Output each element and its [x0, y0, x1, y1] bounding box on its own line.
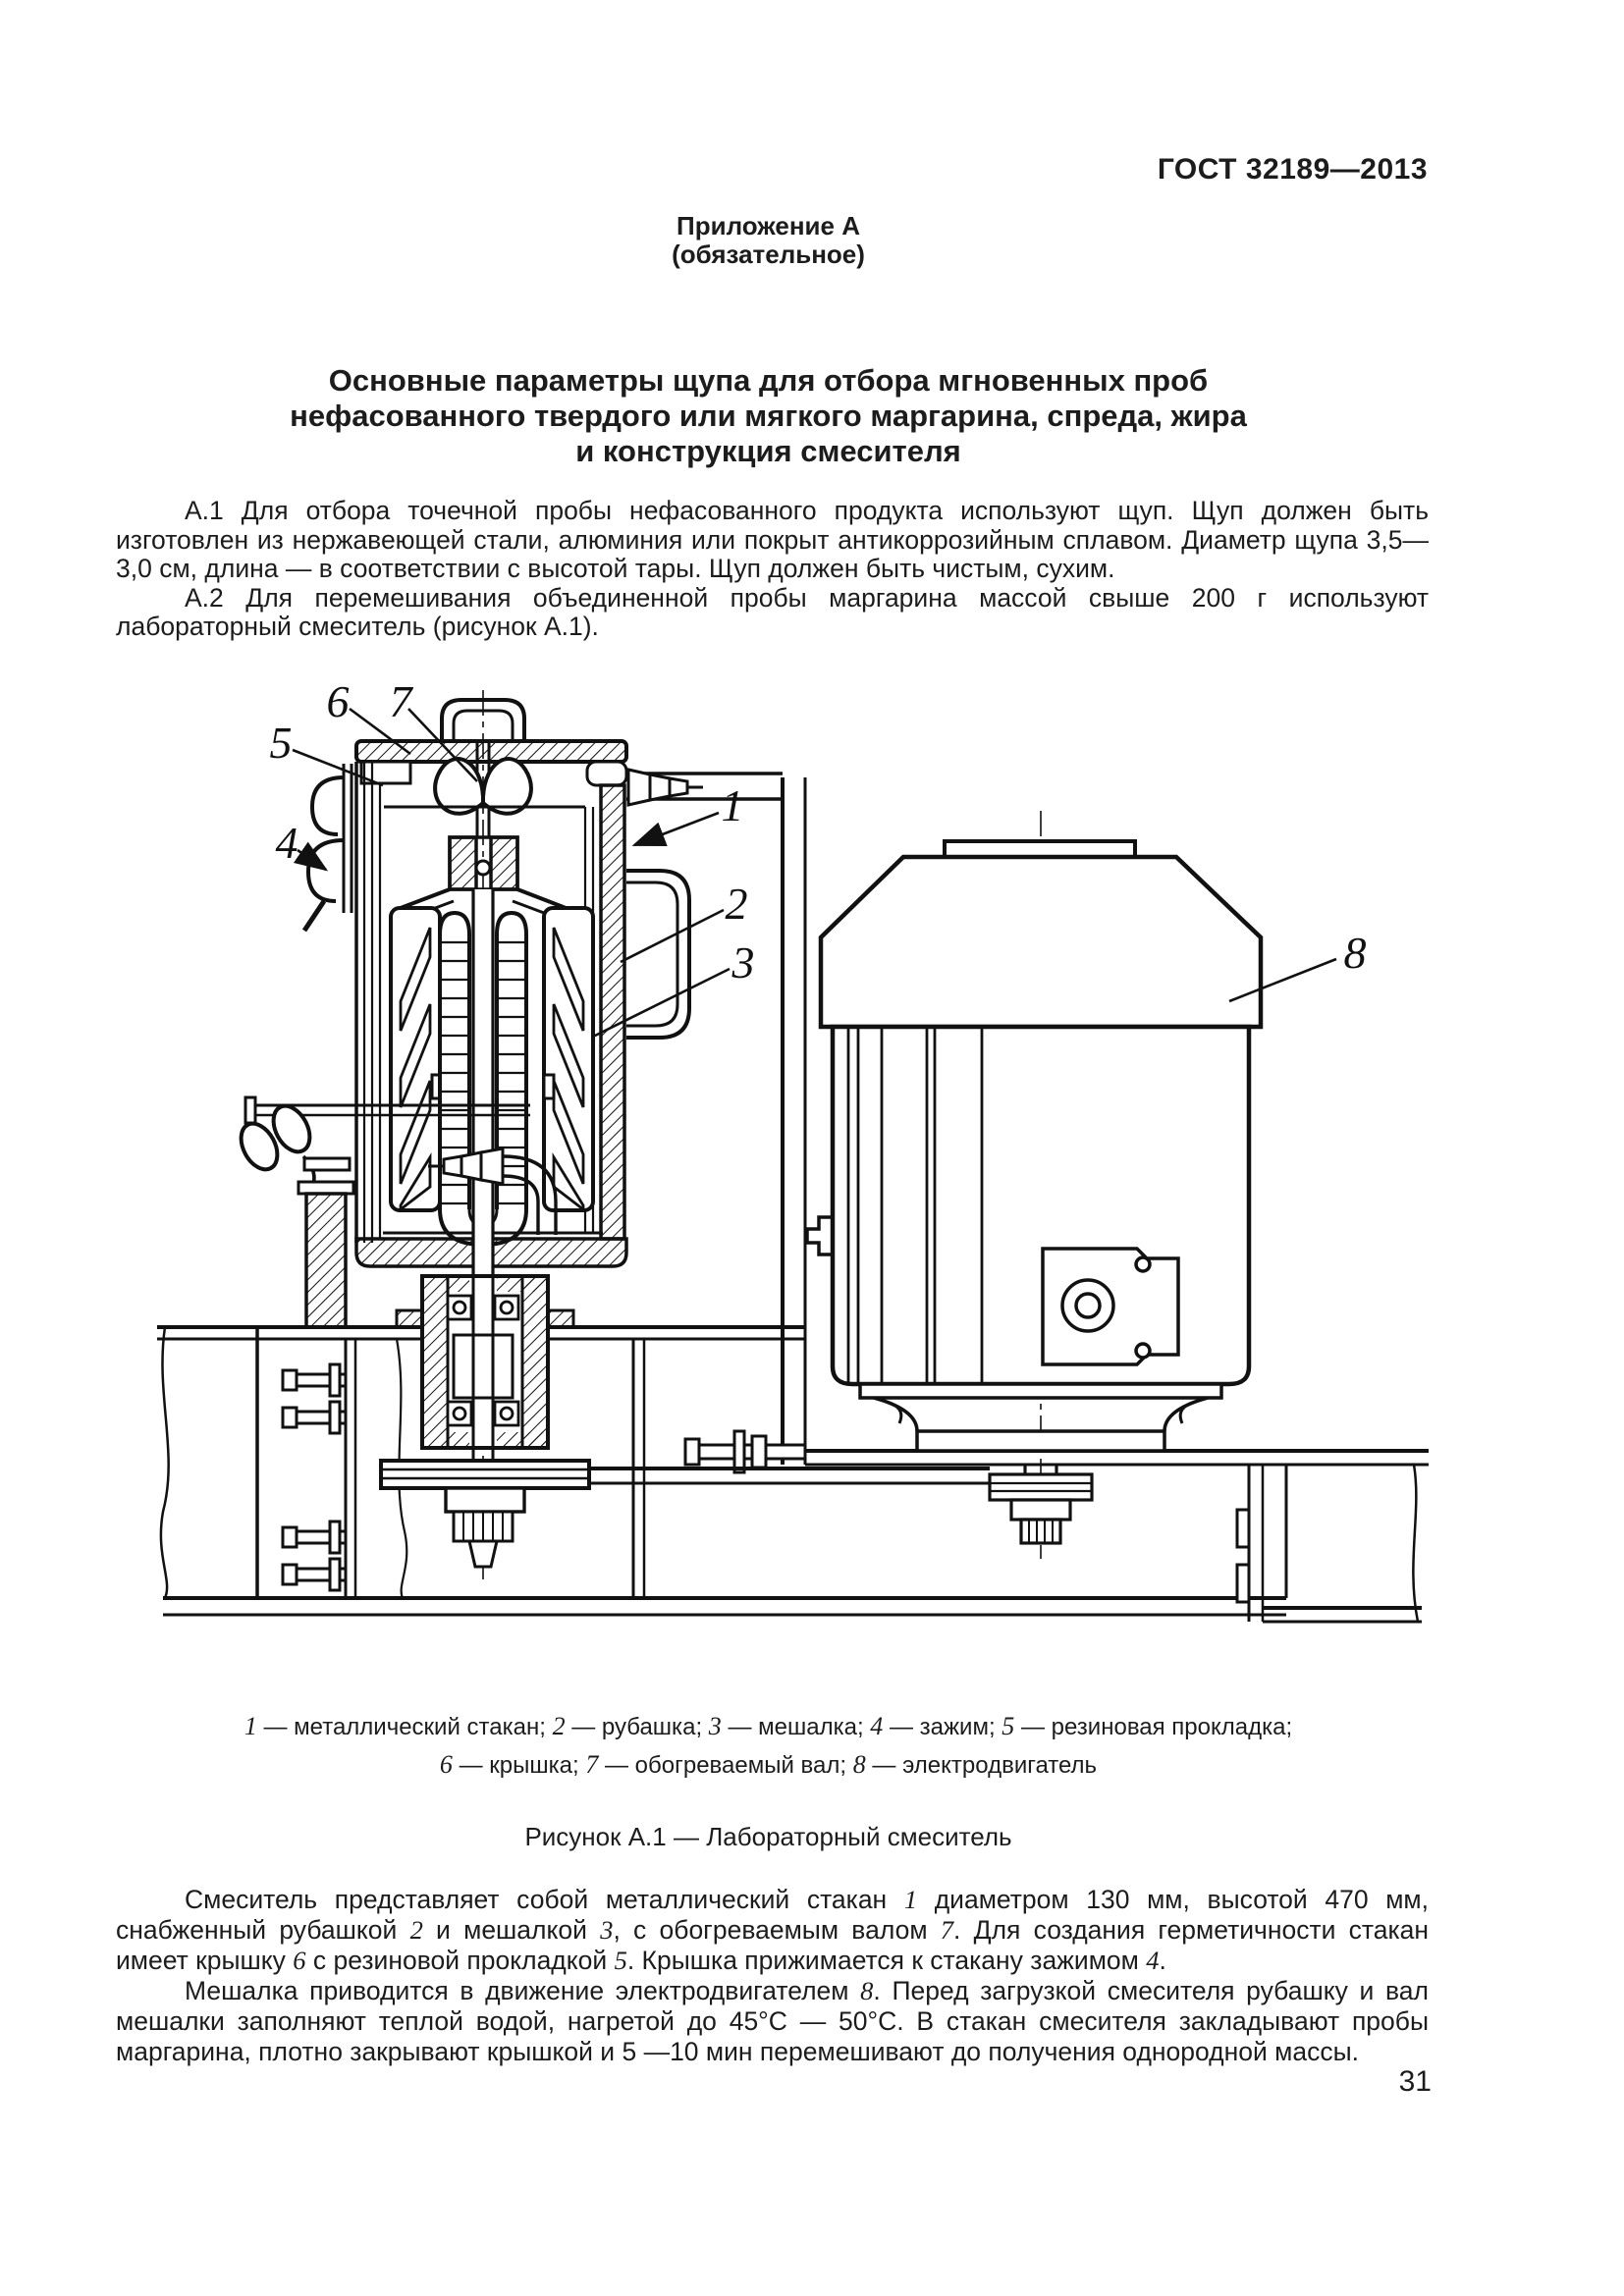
callout-5: 5 — [270, 718, 293, 768]
belt — [589, 1467, 990, 1485]
wing-nut — [433, 757, 485, 816]
hose-barb-right — [626, 768, 703, 807]
callout-3: 3 — [731, 937, 755, 988]
motor-terminal-box — [1041, 1247, 1180, 1366]
gasket — [359, 760, 412, 785]
mixer-technical-drawing: 1 2 3 4 5 6 7 8 — [157, 676, 1429, 1624]
lower-clamp — [239, 1095, 530, 1329]
vessel — [239, 698, 783, 1329]
frame-bolts — [281, 1362, 348, 1592]
paragraph-a2: А.2 Для перемешивания объединенной пробы… — [116, 582, 1429, 641]
motor — [683, 839, 1264, 1545]
bearing-housing — [395, 1274, 575, 1461]
legend-row: 1 — металлический стакан; 2 — рубашка; 3… — [244, 1712, 1293, 1740]
paragraph-a1: А.1 Для отбора точечной пробы нефасованн… — [116, 496, 1429, 583]
heated-shaft — [438, 910, 528, 1248]
callout-4: 4 — [276, 818, 298, 868]
motor-fins — [846, 1027, 984, 1384]
vessel-lid — [354, 739, 628, 764]
paragraph-operation: Мешалка приводится в движение электродви… — [116, 1976, 1429, 2066]
motor-mount-bolt — [683, 1429, 807, 1474]
intro-paragraphs: А.1 Для отбора точечной пробы нефасованн… — [116, 496, 1429, 642]
jacket-wall — [599, 783, 626, 1241]
drive-pulley — [379, 1459, 591, 1569]
page-number: 31 — [1398, 2065, 1432, 2098]
description-paragraphs: Смеситель представляет собой металлическ… — [116, 1885, 1429, 2067]
callout-1: 1 — [722, 780, 744, 830]
figure-caption: Рисунок А.1 — Лабораторный смеситель — [524, 1822, 1012, 1851]
callout-labels: 1 2 3 4 5 6 7 8 — [270, 676, 1367, 988]
frame — [157, 777, 1429, 1624]
appendix-title: Приложение А — [677, 211, 860, 240]
callout-6: 6 — [327, 676, 350, 726]
legend-row: 6 — крышка; 7 — обогреваемый вал; 8 — эл… — [439, 1750, 1098, 1779]
section-title: Основные параметры щупа для отбора мгнов… — [290, 363, 1247, 468]
clamp — [301, 764, 353, 933]
appendix-kind: (обязательное) — [672, 240, 865, 269]
motor-pulley — [988, 1465, 1094, 1545]
vessel-handle — [440, 698, 526, 743]
appendix-heading: Приложение А (обязательное) — [108, 212, 1429, 269]
bearings — [446, 1294, 520, 1427]
callout-leaders — [292, 707, 1337, 1039]
drawing-lines — [157, 690, 1429, 1624]
side-bracket — [626, 869, 691, 1040]
standard-code: ГОСТ 32189—2013 — [1157, 153, 1428, 186]
callout-7: 7 — [390, 676, 414, 726]
callout-2: 2 — [726, 879, 748, 929]
figure-legend: 1 — металлический стакан; 2 — рубашка; 3… — [108, 1708, 1429, 1785]
paragraph-mixer: Смеситель представляет собой металлическ… — [116, 1885, 1429, 1975]
callout-8: 8 — [1344, 928, 1367, 978]
water-inlet — [428, 1147, 558, 1235]
